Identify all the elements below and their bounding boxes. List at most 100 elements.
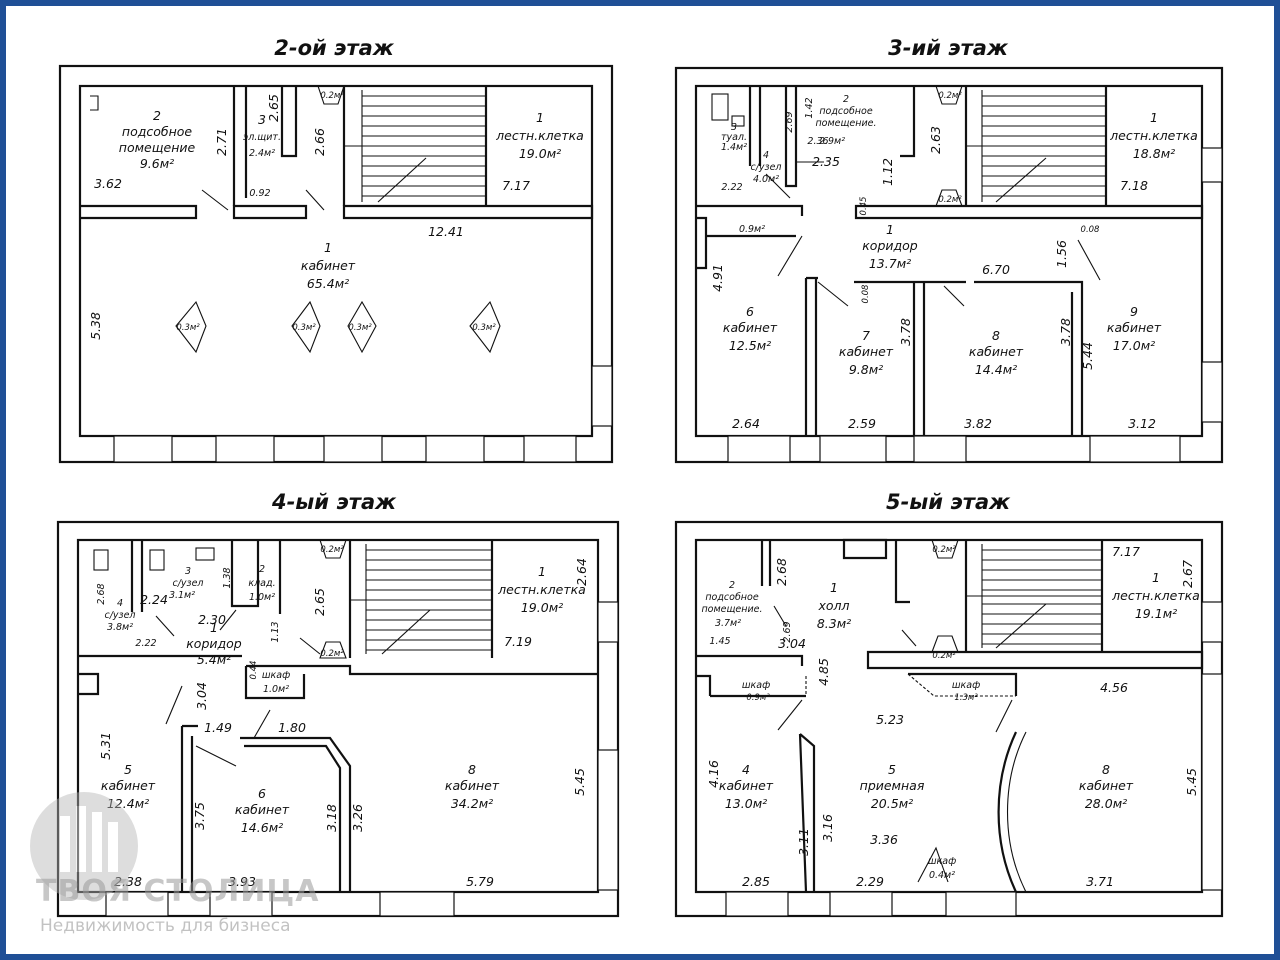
floor2-dim: 2.71 <box>214 128 229 156</box>
floor5-dim: 4.56 <box>1100 680 1128 695</box>
floor4-r2-num: 2 <box>259 564 265 575</box>
floor5-r5-num: 5 <box>888 762 896 777</box>
floor2-room1-num: 1 <box>536 110 544 125</box>
floor2-room2-num: 2 <box>153 108 161 123</box>
floor2-dim: 2.65 <box>266 94 281 122</box>
floor5-r2-area: 3.7м² <box>715 618 741 629</box>
floor3-r7-name: кабинет <box>839 344 894 359</box>
floor4-stair <box>319 539 494 659</box>
floor2-office-num: 1 <box>324 240 332 255</box>
floor2-dim: 5.38 <box>88 312 103 340</box>
floor4-r4-num: 4 <box>117 598 123 609</box>
floor4-dim: 0.2м² <box>320 649 344 659</box>
floor3-dim: 2.63 <box>928 126 943 154</box>
floor5-wall-b <box>866 650 1204 670</box>
floor5-doors <box>773 605 917 647</box>
floor5-dim: 4.85 <box>816 658 831 686</box>
watermark-tagline: Недвижимость для бизнеса <box>40 916 291 936</box>
floor4-title: 4-ый этаж <box>271 490 397 514</box>
floor5-niche <box>842 538 888 560</box>
floor5-r2-name-2: помещение. <box>701 604 762 615</box>
floor5-hall-area: 8.3м² <box>817 616 851 631</box>
floor5-r4-num: 4 <box>742 762 750 777</box>
floor2-partition-1 <box>232 86 248 206</box>
floor3-doors-lower <box>777 235 1101 307</box>
floor4-stair-area: 19.0м² <box>521 600 563 615</box>
floor2-column-3: 0.3м² <box>348 323 372 333</box>
floor3-title: 3-ий этаж <box>888 36 1008 60</box>
floor4-dim: 5.45 <box>572 768 587 796</box>
floor4-r2-name: клад. <box>248 578 275 589</box>
floor5-dim: 7.17 <box>1112 544 1140 559</box>
floor2-room3-name: эл.щит. <box>243 132 281 143</box>
floor3-r6-name: кабинет <box>723 320 778 335</box>
floor4-stair-num: 1 <box>538 564 546 579</box>
floor4-outer-wall <box>56 520 620 918</box>
floor5-r8-num: 8 <box>1102 762 1110 777</box>
floor5-wall-4-5 <box>798 733 816 893</box>
floor2-column-2: 0.3м² <box>292 323 316 333</box>
floor4-dim: 1.80 <box>278 720 306 735</box>
floor3-room4-name: с/узел <box>750 162 781 173</box>
floor3-dim: 0.08 <box>861 284 871 304</box>
floor2-room1-area: 19.0м² <box>519 146 561 161</box>
floor4-r6-num: 6 <box>258 786 266 801</box>
floor5-curved-wall-inner <box>1007 731 1027 893</box>
floor3-r7-num: 7 <box>862 328 870 343</box>
floor4-r8-name: кабинет <box>445 778 500 793</box>
floor4-r6-name: кабинет <box>235 802 290 817</box>
floor4-dim: 2.38 <box>114 874 142 889</box>
floor3-stair-name: лестн.клетка <box>1109 128 1198 143</box>
floor3-dim: 1.56 <box>1054 240 1069 268</box>
floor2-dim: 3.62 <box>94 176 122 191</box>
floor5-r4-name: кабинет <box>719 778 774 793</box>
floor5-dim: 5.23 <box>876 712 904 727</box>
floor3-r8-name: кабинет <box>969 344 1024 359</box>
floor4-dim: 2.64 <box>574 558 589 586</box>
floor3-dim: 0.2м² <box>938 91 962 101</box>
floor3-partition-stair <box>900 86 916 158</box>
floor3-dim: 5.44 <box>1080 342 1095 370</box>
floor3-dim: 6.70 <box>982 262 1010 277</box>
floor5-title: 5-ый этаж <box>885 490 1011 514</box>
floor-plans-sheet: 2-ой этаж 3-ий этаж 4-ый этаж 5-ый этаж <box>6 6 1274 954</box>
floor3-room2-num: 2 <box>843 94 849 105</box>
floor4-r8-num: 8 <box>468 762 476 777</box>
floor3-r6-num: 6 <box>746 304 754 319</box>
floor4-dim: 2.30 <box>198 612 226 627</box>
plans-drawing: 2 подсобное помещение 9.6м² 3 эл.щит. 2.… <box>56 64 1224 918</box>
floor3-r8-area: 14.4м² <box>975 362 1017 377</box>
floor5-doors-lower <box>777 699 1013 733</box>
floor2-dim: 2.66 <box>312 128 327 156</box>
floor3-dim: 3.82 <box>964 416 992 431</box>
floor2-title: 2-ой этаж <box>274 36 394 60</box>
floor3-dim: 1.42 <box>804 97 815 118</box>
floor5-stair-area: 19.1м² <box>1135 606 1177 621</box>
floor5-closet1-name: шкаф <box>742 680 770 691</box>
floor5-dim: 3.11 <box>796 828 811 856</box>
floor3-dim: 0.9м² <box>739 224 765 235</box>
floor3-r7-area: 9.8м² <box>849 362 883 377</box>
floor3-dim: 0.2м² <box>938 195 962 205</box>
floor3-sink <box>731 115 745 127</box>
floor2-stair <box>317 85 488 206</box>
floor2-wall-c <box>342 204 594 220</box>
floor4-corr-num: 1 <box>210 620 218 635</box>
floor3-wall-7-8 <box>854 280 966 436</box>
floor4-r5-num: 5 <box>124 762 132 777</box>
floor2-partition-2 <box>280 86 298 158</box>
floor4-dim: 2.65 <box>312 588 327 616</box>
floor5-r8-area: 28.0м² <box>1085 796 1127 811</box>
floor5-dim: 4.16 <box>706 760 721 788</box>
floor5-stair-name: лестн.клетка <box>1111 588 1200 603</box>
floor4-partition-1 <box>130 540 144 612</box>
floor3-room2-name-2: помещение. <box>815 118 876 129</box>
floor3-dim: 7.18 <box>1120 178 1148 193</box>
floor3-corridor-area: 13.7м² <box>869 256 911 271</box>
floor5-closet3-area: 0.4м² <box>929 870 955 881</box>
floor2-windows <box>113 365 613 463</box>
floor3-dim: 2.36 <box>807 136 828 147</box>
floor3-dim: 4.91 <box>710 264 725 292</box>
floor5-dim: 2.69 <box>782 621 793 642</box>
floor3-r9-name: кабинет <box>1107 320 1162 335</box>
